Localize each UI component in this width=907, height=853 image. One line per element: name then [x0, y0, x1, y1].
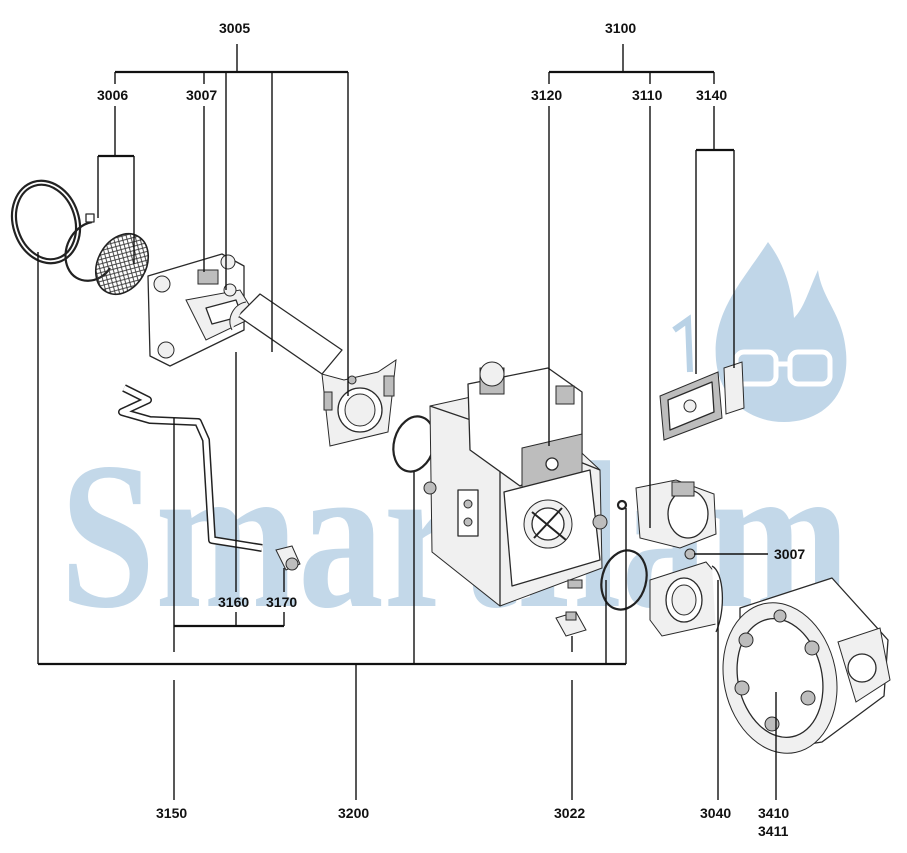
part-3110-actuator — [635, 479, 717, 549]
label-3007-top: 3007 — [186, 87, 217, 103]
label-3040: 3040 — [700, 805, 731, 821]
flame-with-glasses-icon — [672, 242, 847, 422]
part-3200-small-seal — [616, 499, 628, 511]
part-3120-valve-body — [423, 361, 608, 607]
label-3150: 3150 — [156, 805, 187, 821]
label-3200: 3200 — [338, 805, 369, 821]
label-3410: 3410 — [758, 805, 789, 821]
label-3100: 3100 — [605, 20, 636, 36]
label-3006: 3006 — [97, 87, 128, 103]
label-3170: 3170 — [266, 594, 297, 610]
label-3007-right: 3007 — [774, 546, 805, 562]
part-3022-fitting — [555, 611, 587, 637]
label-3022: 3022 — [554, 805, 585, 821]
part-3200-o-ring-right — [600, 549, 648, 611]
part-3005-filter-housing — [147, 253, 397, 447]
label-3005: 3005 — [219, 20, 250, 36]
part-3006-filter-mesh — [94, 233, 150, 295]
part-3006-ring-large — [10, 179, 82, 265]
part-3140-gasket — [659, 371, 723, 441]
part-3170-fitting — [275, 545, 301, 571]
label-3160: 3160 — [218, 594, 249, 610]
label-3411: 3411 — [758, 823, 789, 839]
label-3110: 3110 — [632, 87, 663, 103]
label-3120: 3120 — [531, 87, 562, 103]
part-3140-plate — [723, 361, 745, 415]
label-3140: 3140 — [696, 87, 727, 103]
leader-lines — [37, 44, 777, 800]
part-labels: 3005 3006 3007 3100 3120 3110 3140 3007 … — [97, 20, 805, 839]
part-3410-motor-housing — [722, 577, 891, 754]
